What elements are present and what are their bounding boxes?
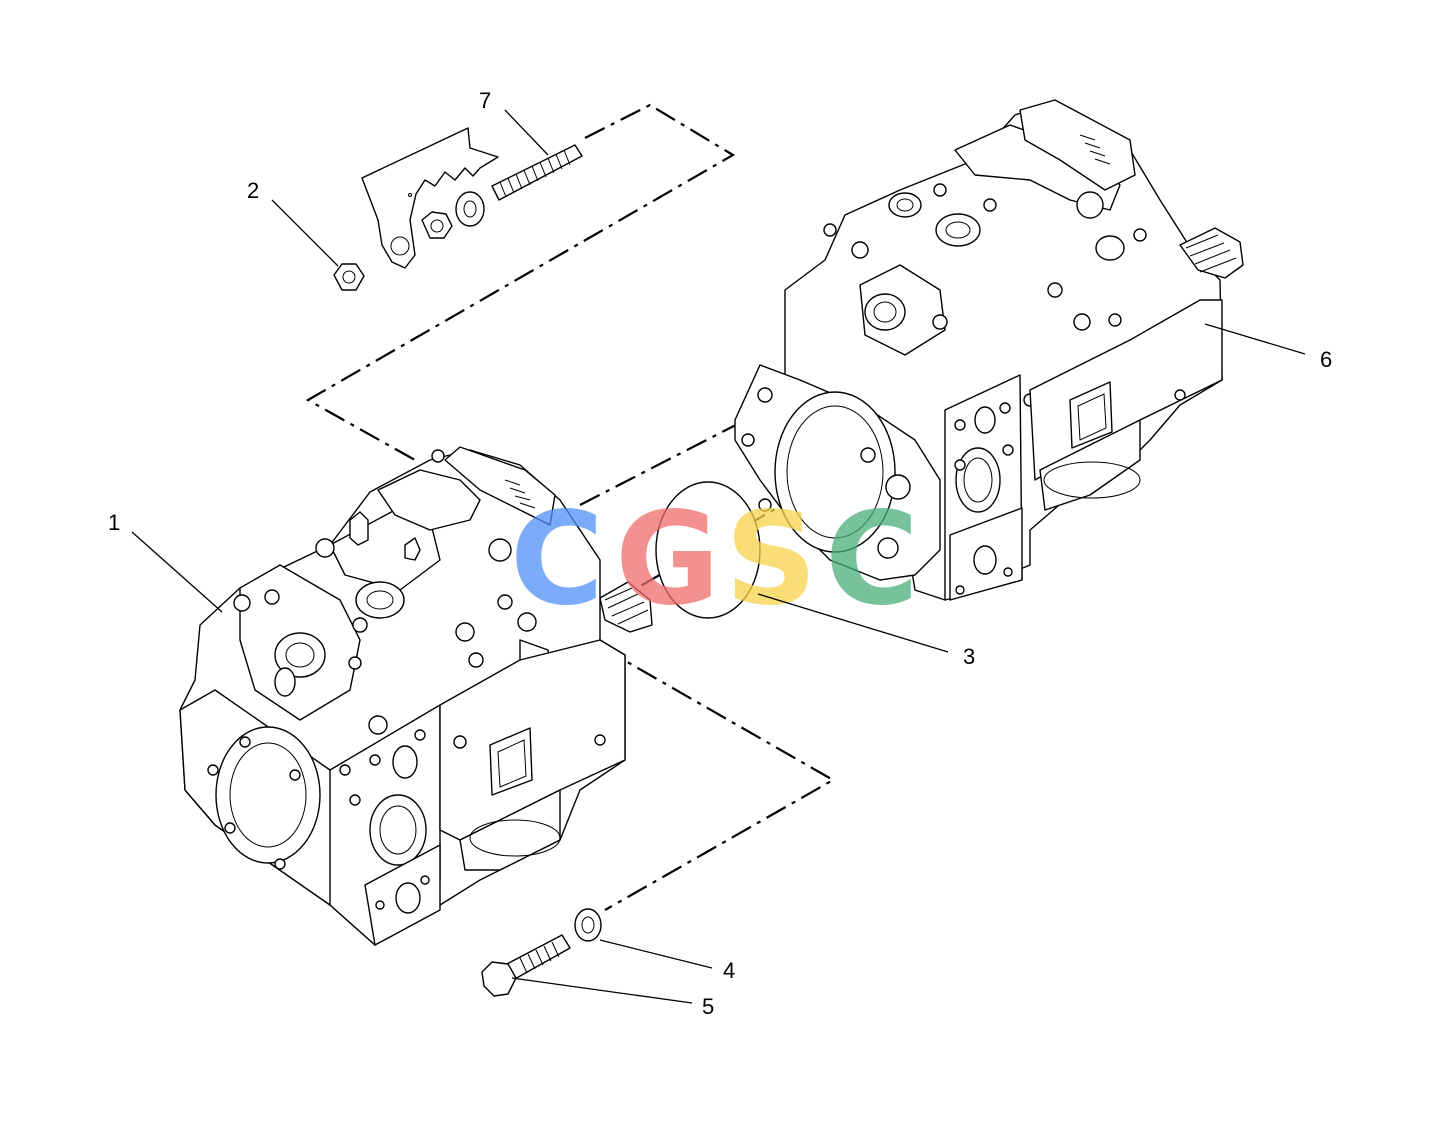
callout-2: 2	[247, 178, 259, 203]
callout-7: 7	[479, 88, 491, 113]
watermark: C G S C	[510, 485, 919, 634]
callout-3: 3	[963, 644, 975, 669]
pump-assembly-1	[179, 446, 653, 946]
watermark-letter-3: S	[725, 485, 817, 634]
stud-7	[491, 144, 583, 201]
gasket-3	[655, 481, 761, 619]
callouts: 1 2 3 4 5 6 7	[108, 88, 1332, 1019]
washer-4	[574, 908, 602, 942]
callout-4: 4	[723, 958, 735, 983]
washer-bracket	[455, 191, 485, 227]
callout-5: 5	[702, 994, 714, 1019]
assembly-path-upper	[305, 103, 736, 461]
nut-2	[333, 263, 365, 291]
bracket-plate	[361, 127, 499, 269]
watermark-letter-1: C	[510, 485, 604, 634]
watermark-letter-2: G	[615, 485, 720, 634]
nut-bracket	[421, 211, 453, 239]
callout-6: 6	[1320, 347, 1332, 372]
bolt-5	[481, 934, 571, 997]
pump-assembly-6	[734, 99, 1244, 601]
assembly-path-lower	[567, 627, 836, 911]
watermark-letter-4: C	[825, 485, 919, 634]
leader-lines	[131, 109, 1306, 1004]
callout-1: 1	[108, 510, 120, 535]
